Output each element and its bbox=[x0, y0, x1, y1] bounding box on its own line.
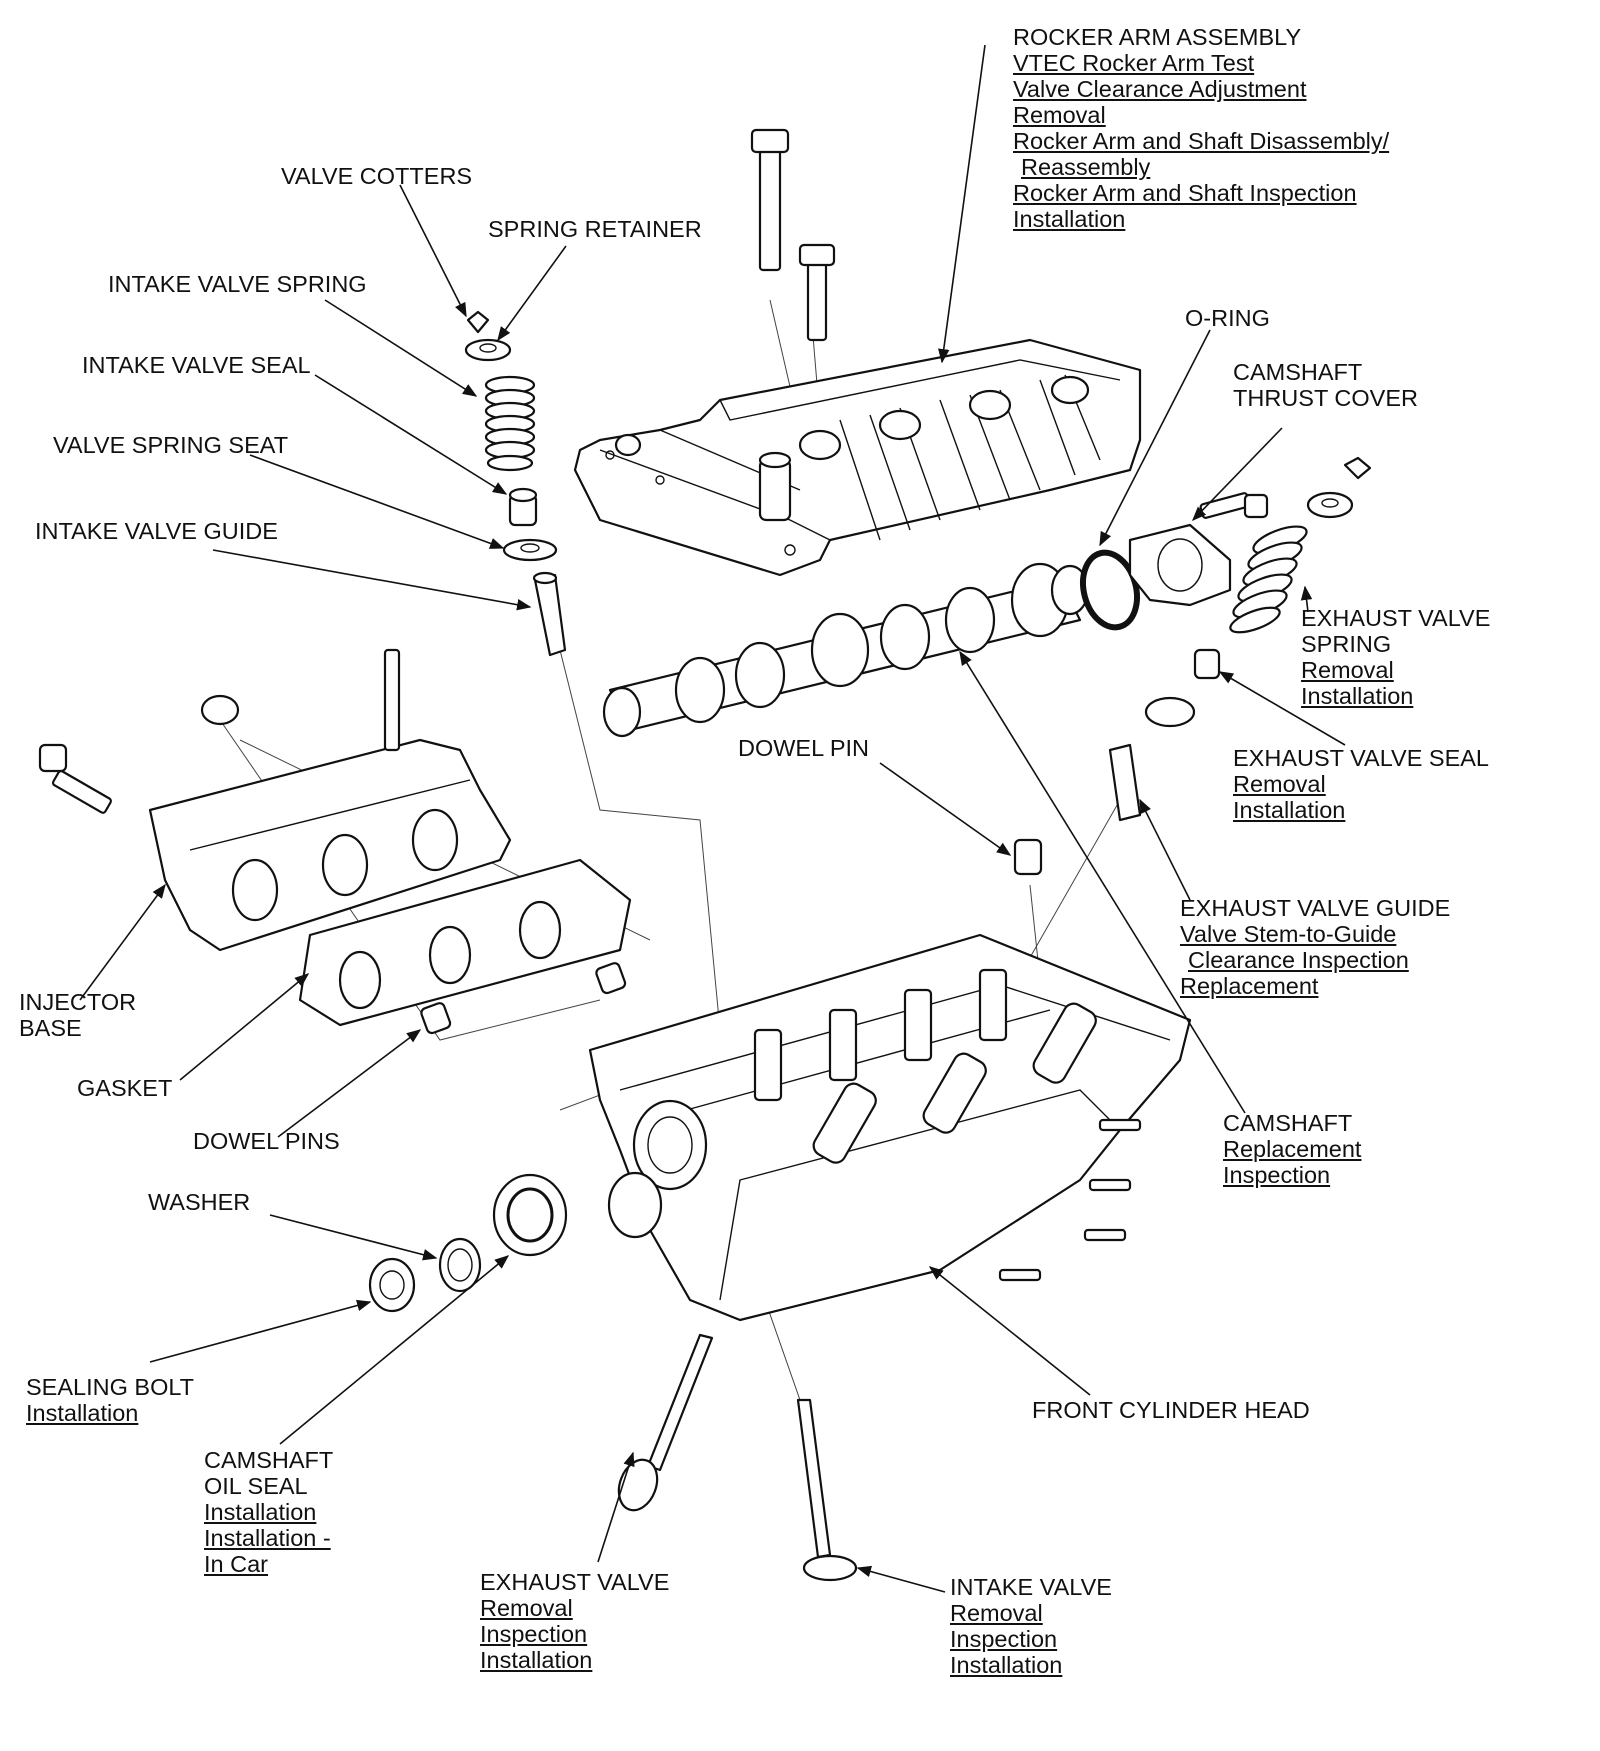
callout-o-ring: O-RING bbox=[1185, 305, 1270, 331]
callout-intake-valve-guide: INTAKE VALVE GUIDE bbox=[35, 518, 278, 544]
link-camshaft-replacement[interactable]: Replacement bbox=[1223, 1136, 1362, 1162]
callout-valve-spring-seat: VALVE SPRING SEAT bbox=[53, 432, 288, 458]
dowel-pins-drawing bbox=[420, 962, 627, 1035]
intake-valve-spring-title: INTAKE VALVE SPRING bbox=[108, 271, 367, 297]
link-sealing-bolt-installation[interactable]: Installation bbox=[26, 1400, 139, 1426]
link-camshaft-inspection[interactable]: Inspection bbox=[1223, 1162, 1331, 1188]
callout-spring-retainer: SPRING RETAINER bbox=[488, 216, 702, 242]
link-vtec-rocker-arm-test[interactable]: VTEC Rocker Arm Test bbox=[1013, 50, 1255, 76]
dowel-pins-title: DOWEL PINS bbox=[193, 1128, 340, 1154]
dowel-pin-title: DOWEL PIN bbox=[738, 735, 870, 761]
callout-dowel-pin: DOWEL PIN bbox=[738, 735, 869, 761]
front-cylinder-head-drawing bbox=[588, 933, 1192, 1322]
link-intake-valve-inspection[interactable]: Inspection bbox=[950, 1626, 1058, 1652]
callout-intake-valve-spring: INTAKE VALVE SPRING bbox=[108, 271, 367, 297]
valve-spring-seat-title: VALVE SPRING SEAT bbox=[53, 432, 289, 458]
exhaust-valve-guide-title: EXHAUST VALVE GUIDE bbox=[1180, 895, 1451, 921]
link-rocker-arm-inspection[interactable]: Rocker Arm and Shaft Inspection bbox=[1013, 180, 1357, 206]
link-exhaust-valve-removal[interactable]: Removal bbox=[480, 1595, 573, 1621]
sealing-bolt-drawing bbox=[368, 1257, 416, 1313]
camshaft-thrust-cover-title-line-1: CAMSHAFT bbox=[1233, 359, 1363, 385]
link-camshaft-oil-seal-installation-in-car-2[interactable]: In Car bbox=[204, 1551, 268, 1577]
exhaust-valve-spring-title-line-2: SPRING bbox=[1301, 631, 1392, 657]
camshaft-title: CAMSHAFT bbox=[1223, 1110, 1353, 1136]
link-intake-valve-removal[interactable]: Removal bbox=[950, 1600, 1043, 1626]
camshaft-oil-seal-title-line-2: OIL SEAL bbox=[204, 1473, 308, 1499]
link-rocker-arm-installation[interactable]: Installation bbox=[1013, 206, 1126, 232]
callout-gasket: GASKET bbox=[77, 1075, 172, 1101]
link-exhaust-valve-inspection[interactable]: Inspection bbox=[480, 1621, 588, 1647]
injector-base-title-line-1: INJECTOR bbox=[19, 989, 137, 1015]
callout-front-cylinder-head: FRONT CYLINDER HEAD bbox=[1032, 1397, 1310, 1423]
link-intake-valve-installation[interactable]: Installation bbox=[950, 1652, 1063, 1678]
callout-sealing-bolt: SEALING BOLT Installation bbox=[26, 1374, 194, 1426]
valve-cotters-title: VALVE COTTERS bbox=[281, 163, 473, 189]
link-rocker-arm-removal[interactable]: Removal bbox=[1013, 102, 1106, 128]
callout-rocker-arm-assembly: ROCKER ARM ASSEMBLY VTEC Rocker Arm Test… bbox=[1013, 24, 1389, 232]
intake-valve-title: INTAKE VALVE bbox=[950, 1574, 1112, 1600]
link-camshaft-oil-seal-installation[interactable]: Installation bbox=[204, 1499, 317, 1525]
exhaust-valve-spring-drawing bbox=[1108, 456, 1372, 822]
injector-base-title-line-2: BASE bbox=[19, 1015, 82, 1041]
exhaust-valve-seal-title: EXHAUST VALVE SEAL bbox=[1233, 745, 1489, 771]
callout-exhaust-valve-spring: EXHAUST VALVE SPRING Removal Installatio… bbox=[1301, 605, 1490, 709]
gasket-title: GASKET bbox=[77, 1075, 173, 1101]
callout-exhaust-valve-seal: EXHAUST VALVE SEAL Removal Installation bbox=[1233, 745, 1489, 823]
exhaust-valve-title: EXHAUST VALVE bbox=[480, 1569, 670, 1595]
camshaft-oil-seal-drawing bbox=[492, 1173, 568, 1257]
intake-valve-drawing bbox=[796, 1398, 858, 1582]
link-valve-clearance-adjustment[interactable]: Valve Clearance Adjustment bbox=[1013, 76, 1307, 102]
link-exhaust-valve-installation[interactable]: Installation bbox=[480, 1647, 593, 1673]
link-rocker-arm-disassembly[interactable]: Rocker Arm and Shaft Disassembly/ bbox=[1013, 128, 1390, 154]
link-exhaust-valve-seal-installation[interactable]: Installation bbox=[1233, 797, 1346, 823]
callout-valve-cotters: VALVE COTTERS bbox=[281, 163, 472, 189]
washer-title: WASHER bbox=[148, 1189, 251, 1215]
callout-camshaft-oil-seal: CAMSHAFT OIL SEAL Installation Installat… bbox=[204, 1447, 333, 1577]
o-ring-title: O-RING bbox=[1185, 305, 1270, 331]
camshaft-oil-seal-title-line-1: CAMSHAFT bbox=[204, 1447, 334, 1473]
intake-valve-stack-drawing bbox=[464, 310, 567, 657]
link-clearance-inspection[interactable]: Clearance Inspection bbox=[1188, 947, 1409, 973]
callout-washer: WASHER bbox=[148, 1189, 250, 1215]
callout-intake-valve: INTAKE VALVE Removal Inspection Installa… bbox=[950, 1574, 1112, 1678]
callout-camshaft-thrust-cover: CAMSHAFT THRUST COVER bbox=[1233, 359, 1418, 411]
camshaft-drawing bbox=[602, 562, 1090, 738]
exhaust-valve-spring-title-line-1: EXHAUST VALVE bbox=[1301, 605, 1491, 631]
sealing-bolt-title: SEALING BOLT bbox=[26, 1374, 195, 1400]
rocker-bolts-drawing bbox=[750, 128, 836, 342]
link-rocker-arm-reassembly[interactable]: Reassembly bbox=[1021, 154, 1151, 180]
intake-valve-seal-title: INTAKE VALVE SEAL bbox=[82, 352, 311, 378]
link-exhaust-valve-spring-installation[interactable]: Installation bbox=[1301, 683, 1414, 709]
link-exhaust-valve-guide-replacement[interactable]: Replacement bbox=[1180, 973, 1319, 999]
dowel-pin-drawing bbox=[1013, 838, 1043, 876]
o-ring-drawing bbox=[1080, 549, 1140, 631]
gasket-drawing bbox=[298, 858, 632, 1027]
front-cylinder-head-title: FRONT CYLINDER HEAD bbox=[1032, 1397, 1310, 1423]
injector-base-drawing bbox=[38, 648, 512, 952]
camshaft-thrust-cover-title-line-2: THRUST COVER bbox=[1233, 385, 1418, 411]
callout-intake-valve-seal: INTAKE VALVE SEAL bbox=[82, 352, 311, 378]
exhaust-valve-drawing bbox=[617, 1333, 714, 1512]
callout-exhaust-valve-guide: EXHAUST VALVE GUIDE Valve Stem-to-Guide … bbox=[1180, 895, 1450, 999]
intake-valve-guide-title: INTAKE VALVE GUIDE bbox=[35, 518, 278, 544]
leader-lines bbox=[79, 44, 1346, 1593]
spring-retainer-title: SPRING RETAINER bbox=[488, 216, 702, 242]
callout-camshaft: CAMSHAFT Replacement Inspection bbox=[1223, 1110, 1361, 1188]
callout-injector-base: INJECTOR BASE bbox=[19, 989, 136, 1041]
link-exhaust-valve-spring-removal[interactable]: Removal bbox=[1301, 657, 1394, 683]
rocker-arm-assembly-drawing bbox=[573, 338, 1142, 577]
callout-dowel-pins: DOWEL PINS bbox=[193, 1128, 340, 1154]
link-valve-stem-to-guide[interactable]: Valve Stem-to-Guide bbox=[1180, 921, 1397, 947]
camshaft-thrust-cover-drawing bbox=[1128, 492, 1269, 607]
link-exhaust-valve-seal-removal[interactable]: Removal bbox=[1233, 771, 1326, 797]
link-camshaft-oil-seal-installation-in-car-1[interactable]: Installation - bbox=[204, 1525, 331, 1551]
washer-drawing bbox=[438, 1237, 482, 1293]
rocker-arm-assembly-title: ROCKER ARM ASSEMBLY bbox=[1013, 24, 1302, 50]
callout-exhaust-valve: EXHAUST VALVE Removal Inspection Install… bbox=[480, 1569, 669, 1673]
